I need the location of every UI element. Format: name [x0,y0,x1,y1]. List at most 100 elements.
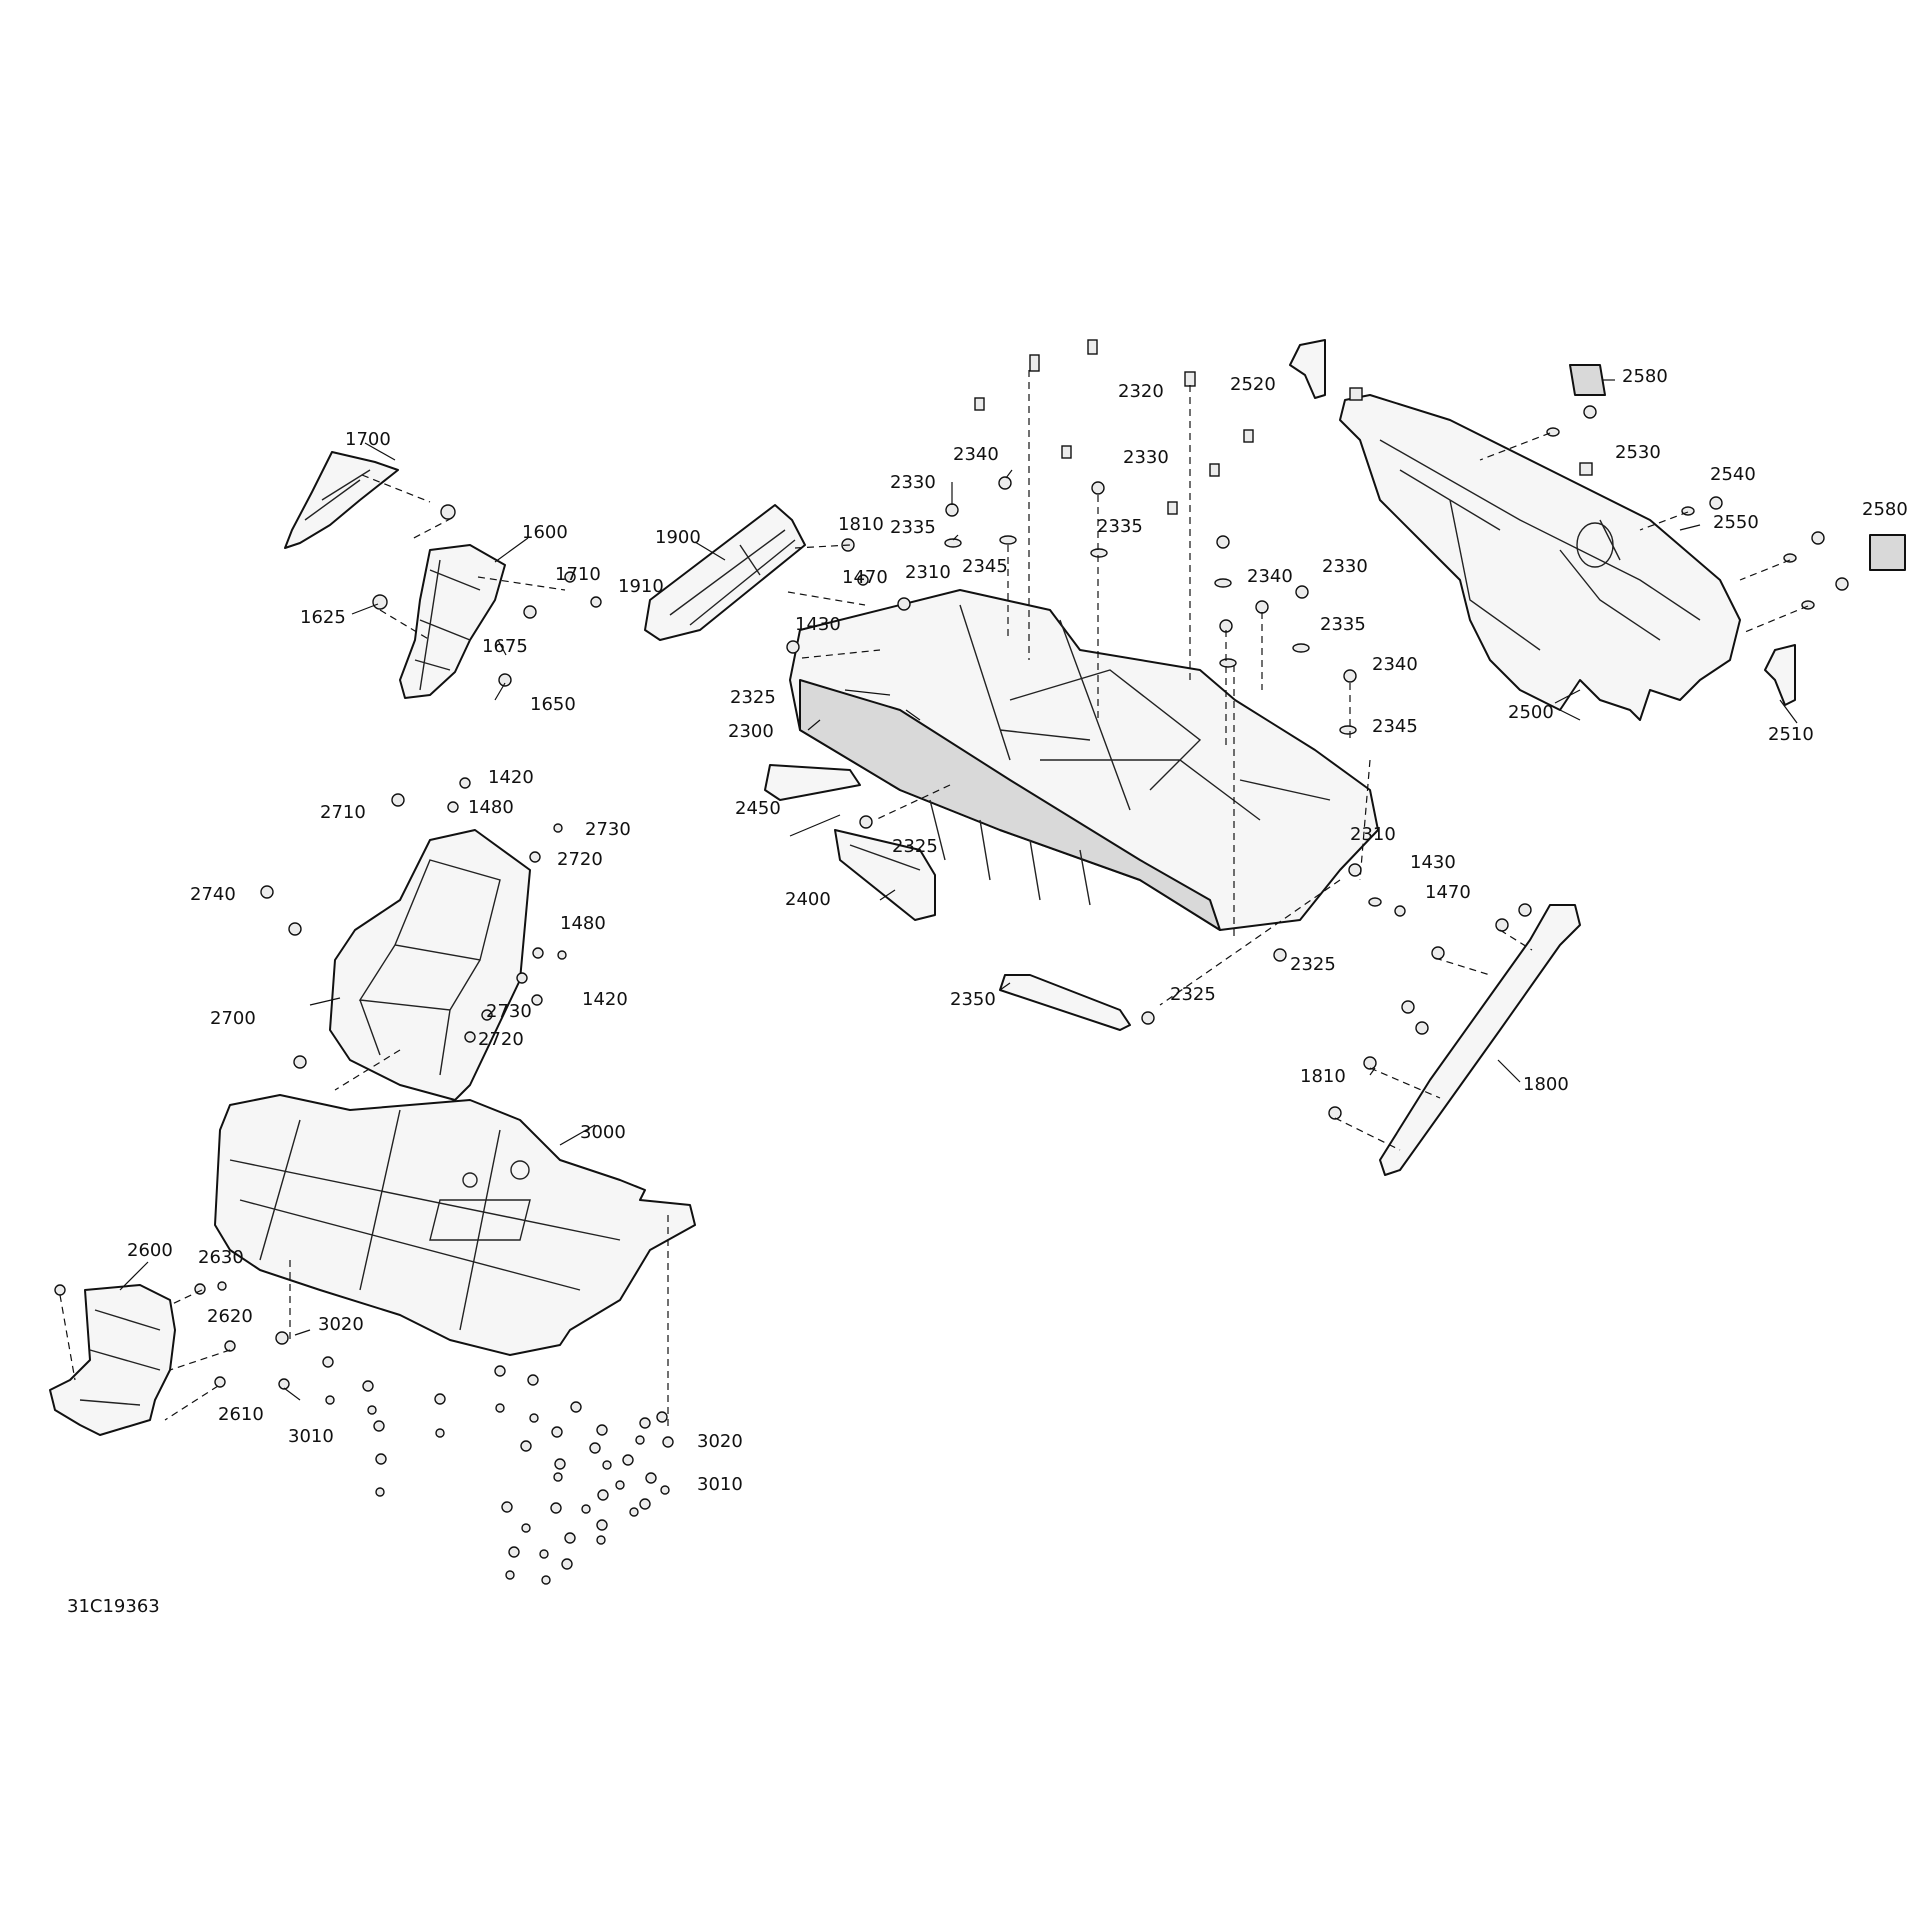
bolt-icon[interactable] [945,503,959,517]
washer-icon[interactable] [508,1546,520,1558]
callout-label[interactable]: 2340 [953,444,999,465]
washer-icon[interactable] [434,1393,446,1405]
bolt-icon[interactable] [1255,600,1269,614]
clip-icon[interactable] [1401,1000,1415,1014]
washer-icon[interactable] [639,1498,651,1510]
bolt-icon[interactable] [459,777,471,789]
bolt-icon[interactable] [529,1413,539,1423]
part-1900-panel[interactable] [644,504,806,641]
callout-label[interactable]: 2500 [1508,702,1554,723]
callout-label[interactable]: 2350 [950,989,996,1010]
washer-icon[interactable] [531,994,543,1006]
clip-icon[interactable] [1328,1106,1342,1120]
callout-label[interactable]: 1470 [1425,882,1471,903]
bolt-icon[interactable] [1811,531,1825,545]
callout-label[interactable]: 1420 [582,989,628,1010]
clip-icon[interactable] [372,594,388,610]
clip-icon[interactable] [260,885,274,899]
washer-icon[interactable] [944,538,962,548]
bolt-icon[interactable] [1835,577,1849,591]
pin-icon[interactable] [1184,371,1196,387]
callout-label[interactable]: 1675 [482,636,528,657]
callout-label[interactable]: 2710 [320,802,366,823]
callout-label[interactable]: 2630 [198,1247,244,1268]
washer-icon[interactable] [464,1031,476,1043]
bolt-icon[interactable] [596,1535,606,1545]
bolt-icon[interactable] [553,1472,563,1482]
callout-label[interactable]: 1650 [530,694,576,715]
callout-label[interactable]: 2325 [1290,954,1336,975]
washer-icon[interactable] [597,1489,609,1501]
callout-label[interactable]: 1480 [468,797,514,818]
callout-label[interactable]: 2340 [1372,654,1418,675]
callout-label[interactable]: 1470 [842,567,888,588]
washer-icon[interactable] [1292,643,1310,653]
callout-label[interactable]: 2325 [1170,984,1216,1005]
bolt-icon[interactable] [553,823,563,833]
bolt-icon[interactable] [521,1523,531,1533]
callout-label[interactable]: 1810 [1300,1066,1346,1087]
pin-icon[interactable] [1209,463,1220,477]
washer-icon[interactable] [275,1331,289,1345]
callout-label[interactable]: 2620 [207,1306,253,1327]
part-3000-skid-plate[interactable] [214,1094,696,1356]
part-2600-corner-guard[interactable] [49,1284,176,1436]
callout-label[interactable]: 2310 [1350,824,1396,845]
part-1600-fender[interactable] [399,544,506,699]
bolt-icon[interactable] [505,1570,515,1580]
part-2520-bracket[interactable] [1289,339,1326,399]
washer-icon[interactable] [662,1436,674,1448]
callout-label[interactable]: 2320 [1118,381,1164,402]
washer-icon[interactable] [656,1411,668,1423]
clip-icon[interactable] [440,504,456,520]
callout-label[interactable]: 2310 [905,562,951,583]
bolt-icon[interactable] [495,1403,505,1413]
bolt-icon[interactable] [635,1435,645,1445]
clip-icon[interactable] [897,597,911,611]
washer-icon[interactable] [550,1502,562,1514]
clip-icon[interactable] [786,640,800,654]
washer-icon[interactable] [1090,548,1108,558]
washer-icon[interactable] [516,972,528,984]
callout-label[interactable]: 1700 [345,429,391,450]
clip-icon[interactable] [1415,1021,1429,1035]
bolt-icon[interactable] [278,1378,290,1390]
callout-label[interactable]: 2600 [127,1240,173,1261]
callout-label[interactable]: 3000 [580,1122,626,1143]
bolt-icon[interactable] [998,476,1012,490]
clip-icon[interactable] [391,793,405,807]
bolt-icon[interactable] [1394,905,1406,917]
callout-label[interactable]: 2330 [890,472,936,493]
part-2400-step-cover[interactable] [834,829,936,921]
washer-icon[interactable] [564,1532,576,1544]
part-2700-side-panel[interactable] [329,829,531,1101]
bolt-icon[interactable] [54,1284,66,1296]
washer-icon[interactable] [373,1420,385,1432]
pin-icon[interactable] [974,397,985,411]
bolt-icon[interactable] [325,1395,335,1405]
bolt-icon[interactable] [1091,481,1105,495]
washer-icon[interactable] [1368,897,1382,907]
pin-icon[interactable] [1579,462,1593,476]
callout-label[interactable]: 2730 [486,1001,532,1022]
callout-label[interactable]: 2345 [1372,716,1418,737]
callout-label[interactable]: 2520 [1230,374,1276,395]
bolt-icon[interactable] [1343,669,1357,683]
callout-label[interactable]: 2550 [1713,512,1759,533]
bolt-icon[interactable] [581,1504,591,1514]
callout-label[interactable]: 2580 [1862,499,1908,520]
part-1700-side-panel[interactable] [284,451,399,549]
clip-icon[interactable] [293,1055,307,1069]
washer-icon[interactable] [639,1417,651,1429]
clip-icon[interactable] [590,596,602,608]
washer-icon[interactable] [570,1401,582,1413]
bolt-icon[interactable] [602,1460,612,1470]
bolt-icon[interactable] [660,1485,670,1495]
washer-icon[interactable] [1214,578,1232,588]
callout-label[interactable]: 3010 [697,1474,743,1495]
callout-label[interactable]: 2450 [735,798,781,819]
pin-icon[interactable] [1087,339,1098,355]
bolt-icon[interactable] [557,950,567,960]
callout-label[interactable]: 2580 [1622,366,1668,387]
callout-label[interactable]: 3020 [697,1431,743,1452]
